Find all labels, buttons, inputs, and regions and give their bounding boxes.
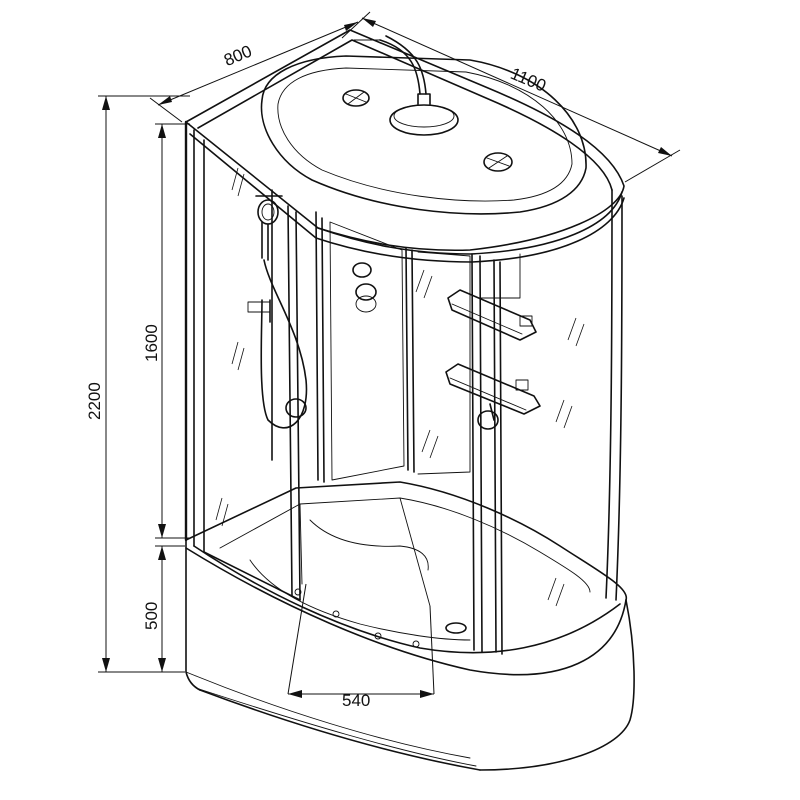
back-walls <box>285 211 521 483</box>
dimension-label-540: 540 <box>342 691 370 710</box>
cabin-roof <box>185 29 625 263</box>
dimension-label-500: 500 <box>142 602 161 630</box>
front-doors <box>415 189 623 655</box>
body-jet-top-icon <box>352 262 372 278</box>
dimension-label-800: 800 <box>221 41 255 70</box>
body-jet-middle-icon <box>355 283 377 301</box>
shelves <box>445 289 541 415</box>
shower-tray <box>185 481 635 771</box>
dimension-540: 540 <box>287 583 435 710</box>
dimension-500: 500 <box>142 545 185 672</box>
shelf-lower <box>445 363 541 415</box>
door-handle[interactable] <box>489 403 495 421</box>
ceiling-light-right-icon <box>483 152 513 172</box>
body-jet-right-icon <box>477 410 499 430</box>
dimension-1600: 1600 <box>142 123 190 539</box>
drain-icon <box>445 622 467 634</box>
mixer-control-icon <box>247 301 271 313</box>
dimension-800: 800 <box>149 11 371 123</box>
dimension-1100: 1100 <box>361 17 681 183</box>
shelf-upper <box>447 289 537 341</box>
dimension-label-2200: 2200 <box>85 382 104 420</box>
dimension-label-1600: 1600 <box>142 324 161 362</box>
ceiling-light-left-icon <box>342 89 370 107</box>
hand-shower <box>247 189 308 461</box>
body-jet-left-icon <box>285 398 307 418</box>
dimension-2200: 2200 <box>85 95 190 673</box>
left-wall <box>184 120 301 601</box>
